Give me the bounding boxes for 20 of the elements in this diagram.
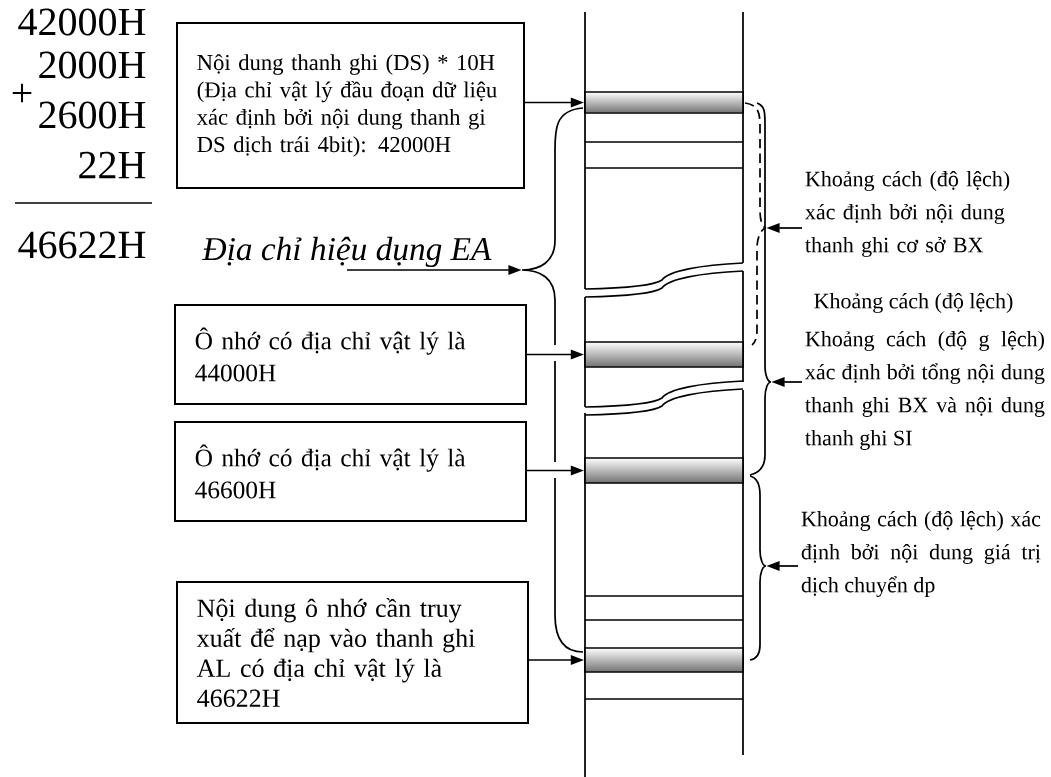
text-box: Nội dung ô nhớ cần truy xuất để nạp vào thanh ghi AL có địa chỉ vật lý là 46622H [176, 581, 529, 724]
text-box: Ô nhớ có địa chỉ vật lý là 46600H [174, 421, 527, 522]
memory-cell [584, 457, 744, 484]
annotation-text: Khoảng cách (độ lệch) xác định bởi nội dung thanh ghi cơ sở BX [805, 170, 1010, 257]
annotation-text: Khoảng cách (độ lệch) xác định bởi nội dung giá trị dịch chuyển dp [801, 510, 1041, 597]
text-box: Ô nhớ có địa chỉ vật lý là 44000H [174, 304, 527, 405]
memory-cell [584, 341, 744, 368]
annotation-text: Khoảng cách (độ g lệch) xác định bởi tổng nội dung thanh ghi BX và nội dung thanh ghi SI [805, 330, 1045, 450]
plus-sign: + [12, 83, 32, 103]
curly-brace [521, 199, 556, 336]
memory-cell [584, 647, 744, 673]
text-box: Nội dung thanh ghi (DS) * 10H (Địa chỉ vật lý đầu đoạn dữ liệu xác định bởi nội dung thanh gi DS dịch trái 4bit): 42000H [176, 22, 525, 189]
curly-brace [744, 102, 767, 346]
memory-cell [584, 91, 744, 114]
hex-number: 46622H [18, 231, 146, 259]
curly-brace [749, 102, 772, 476]
curly-brace [749, 475, 767, 661]
annotation-text: Địa chỉ hiệu dụng EA [202, 236, 492, 268]
annotation-text: Khoảng cách (độ lệch) [814, 292, 1013, 313]
hex-number: 42000H [18, 8, 146, 36]
